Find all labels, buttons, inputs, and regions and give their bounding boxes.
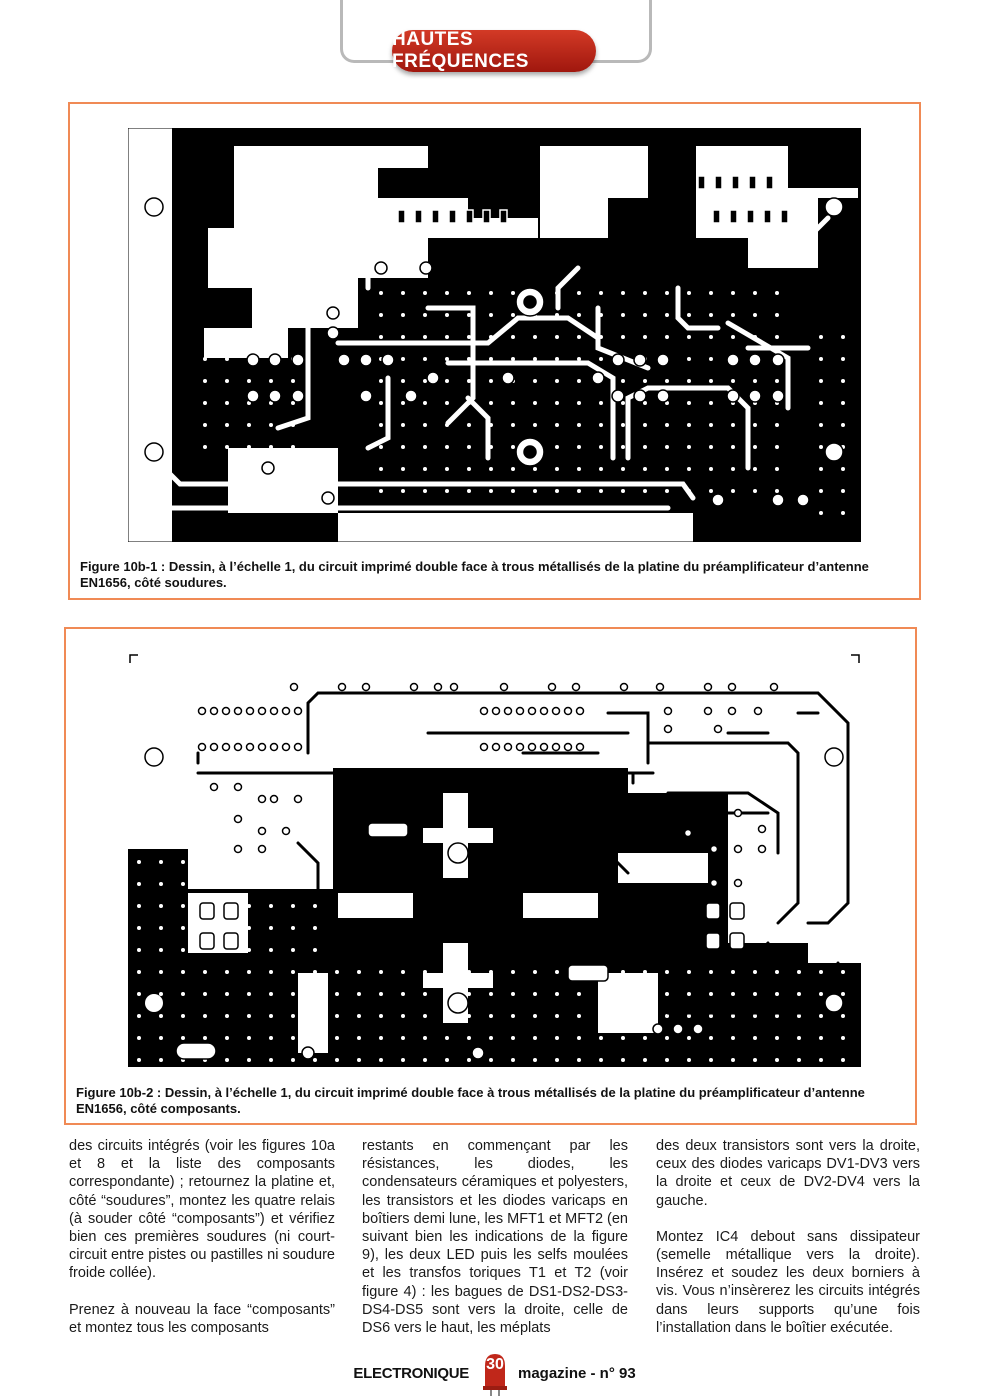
paragraph: des deux transistors sont vers la droite… [656,1138,920,1209]
page-number: 30 [486,1356,504,1373]
figure-caption: Figure 10b-2 : Dessin, à l’échelle 1, du… [76,1085,865,1116]
section-title: HAUTES FRÉQUENCES [392,29,596,72]
paragraph: des circuits intégrés (voir les figures … [69,1138,335,1282]
figure-caption: Figure 10b-1 : Dessin, à l’échelle 1, du… [80,559,869,590]
pcb-component-side [128,654,861,1067]
paragraph: restants en commençant par les résistanc… [362,1138,628,1337]
led-icon [483,1354,507,1396]
figure-10b-1: Figure 10b-1 : Dessin, à l’échelle 1, du… [68,102,921,600]
pcb-solder-side [128,128,861,542]
issue-number: magazine - n° 93 [518,1365,636,1382]
paragraph: Prenez à nouveau la face “composants” et… [69,1301,335,1336]
text-column-2: restants en commençant par les résistanc… [362,1137,628,1355]
page-footer: ELECTRONIQUE 30 magazine - n° 93 [0,1352,989,1396]
text-column-3: des deux transistors sont vers la droite… [656,1137,920,1355]
figure-10b-2: Figure 10b-2 : Dessin, à l’échelle 1, du… [64,627,917,1125]
text-column-1: des circuits intégrés (voir les figures … [69,1137,335,1355]
magazine-name: ELECTRONIQUE [353,1365,469,1382]
paragraph: Montez IC4 debout sans dissipateur (seme… [656,1228,920,1336]
